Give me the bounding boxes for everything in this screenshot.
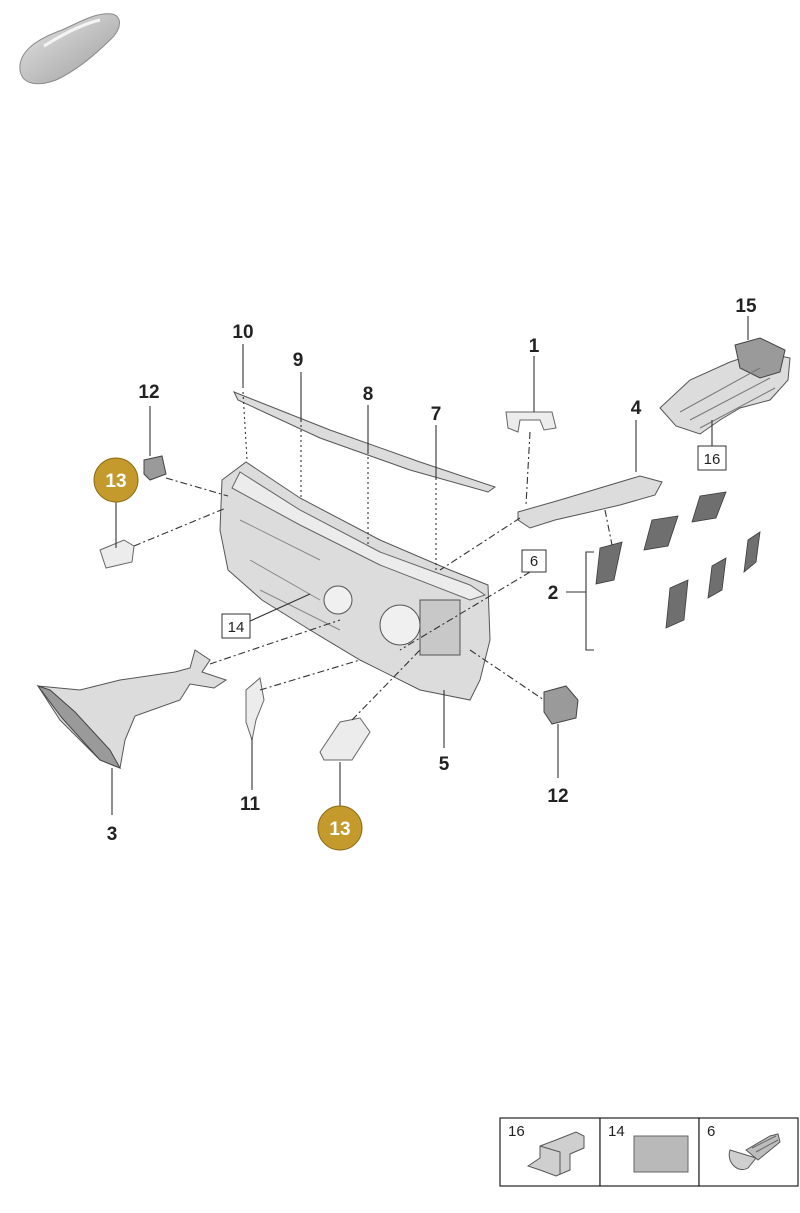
insulation-pads: [595, 491, 761, 629]
callout-12-bottom: 12: [547, 786, 568, 807]
legend-table: 16 14 6: [499, 1117, 799, 1187]
callout-2: 2: [548, 583, 559, 604]
callout-4: 4: [631, 398, 642, 419]
callout-13-top: 13: [105, 471, 126, 492]
callout-13-bottom: 13: [329, 819, 350, 840]
callout-5: 5: [439, 754, 450, 775]
callout-13-top-badge: [93, 457, 139, 503]
pad-icon: [633, 1135, 689, 1173]
push-rivet-icon: [728, 1133, 781, 1170]
callout-8: 8: [363, 384, 374, 405]
callout-16: 16: [704, 451, 721, 468]
legend-number-6: 6: [707, 1123, 715, 1140]
callout-16-box: [697, 445, 727, 471]
callout-9: 9: [293, 350, 304, 371]
callout-12-top: 12: [138, 382, 159, 403]
legend-number-14: 14: [608, 1123, 625, 1140]
bracket-part: [245, 677, 265, 742]
foam-block-bottom: [543, 685, 579, 725]
legend-number-16: 16: [508, 1123, 525, 1140]
callout-labels: 1 2 3 4 5 7 8 9 10 11 12 12 15 6 14 16 1…: [93, 296, 757, 851]
seal-strips: [232, 391, 497, 493]
foam-block-top: [143, 455, 167, 481]
callout-1: 1: [529, 336, 540, 357]
leader-lines: [111, 316, 749, 815]
callout-7: 7: [431, 404, 442, 425]
callout-13-bottom-badge: [317, 805, 363, 851]
callout-6: 6: [530, 553, 538, 570]
clip-part: [505, 411, 557, 433]
callout-3: 3: [107, 824, 118, 845]
callout-14-box: [221, 613, 251, 639]
car-silhouette-icon: [19, 13, 120, 85]
callout-14: 14: [228, 619, 245, 636]
callout-10: 10: [232, 322, 253, 343]
clip-icon: [526, 1131, 585, 1177]
foam-wedge-top: [99, 539, 135, 569]
upper-insulation-part: [517, 475, 663, 529]
callout-6-box: [521, 549, 547, 573]
callout-15: 15: [735, 296, 757, 317]
callout-11: 11: [240, 794, 261, 815]
heat-shield-part: [659, 337, 791, 435]
floor-insulation-part: [36, 649, 228, 769]
bulkhead-part: [219, 461, 491, 701]
foam-wedge-bottom: [319, 717, 371, 761]
